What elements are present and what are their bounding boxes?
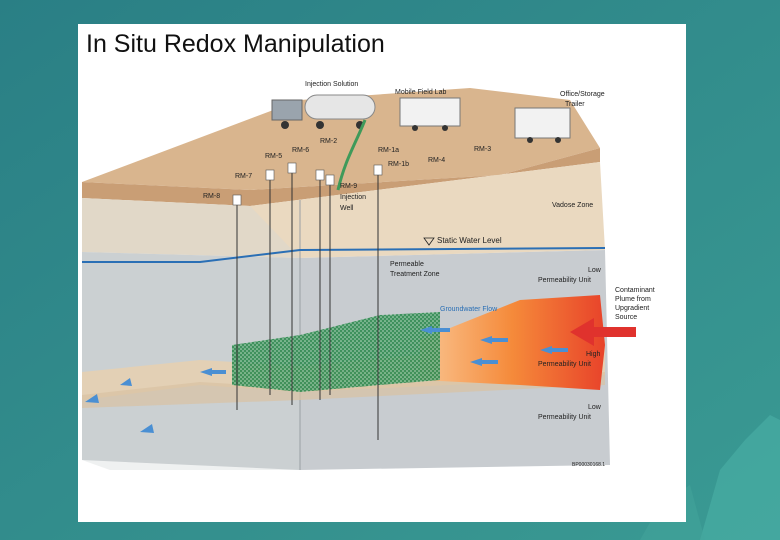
slide-title: In Situ Redox Manipulation (86, 30, 385, 58)
label-rm7: RM-7 (235, 173, 252, 180)
mobile-field-lab (399, 97, 461, 131)
label-rm9: RM-9 (340, 183, 357, 190)
label-source: Source (615, 314, 637, 321)
office-trailer (514, 107, 571, 143)
groundwater-arrows (85, 326, 568, 433)
label-mobile-field-lab: Mobile Field Lab (395, 89, 446, 96)
label-low-2: Low (588, 404, 602, 411)
label-rm2: RM-2 (320, 138, 337, 145)
label-contaminant: Contaminant (615, 287, 655, 294)
ground-surface (82, 88, 600, 190)
label-vadose-zone: Vadose Zone (552, 202, 593, 209)
label-rm5: RM-5 (265, 153, 282, 160)
label-permeability-unit-1: Permeability Unit (538, 277, 591, 284)
label-treatment-zone: Treatment Zone (390, 271, 440, 278)
label-permeable: Permeable (390, 261, 424, 268)
label-rm6: RM-6 (292, 147, 309, 154)
label-low-1: Low (588, 267, 602, 274)
diagram-labels: Injection Solution Mobile Field Lab Offi… (203, 81, 655, 468)
label-rm1b: RM-1b (388, 161, 409, 168)
label-rm4: RM-4 (428, 157, 445, 164)
contaminant-plume (420, 295, 605, 390)
label-static-water-level: Static Water Level (437, 236, 502, 245)
injection-truck (271, 94, 376, 129)
monitoring-wells (236, 168, 379, 440)
label-groundwater-flow: Groundwater Flow (440, 306, 498, 313)
label-trailer: Trailer (565, 101, 585, 108)
label-office-storage: Office/Storage (560, 91, 605, 98)
label-high: High (586, 351, 601, 358)
label-rm8: RM-8 (203, 193, 220, 200)
label-injection-solution: Injection Solution (305, 81, 358, 88)
contaminant-arrow (570, 318, 636, 346)
label-well: Well (340, 205, 354, 212)
label-rm1a: RM-1a (378, 147, 399, 154)
label-rm3: RM-3 (474, 146, 491, 153)
label-permeability-unit-3: Permeability Unit (538, 414, 591, 421)
water-table-line (82, 247, 606, 263)
vadose-zone (82, 162, 605, 258)
label-permeability-unit-2: Permeability Unit (538, 361, 591, 368)
label-plume-from: Plume from (615, 296, 651, 303)
label-injection: Injection (340, 194, 366, 201)
label-figure-id: BP00030168.1 (572, 462, 605, 468)
label-upgradient: Upgradient (615, 305, 649, 312)
treatment-zone (232, 312, 440, 392)
